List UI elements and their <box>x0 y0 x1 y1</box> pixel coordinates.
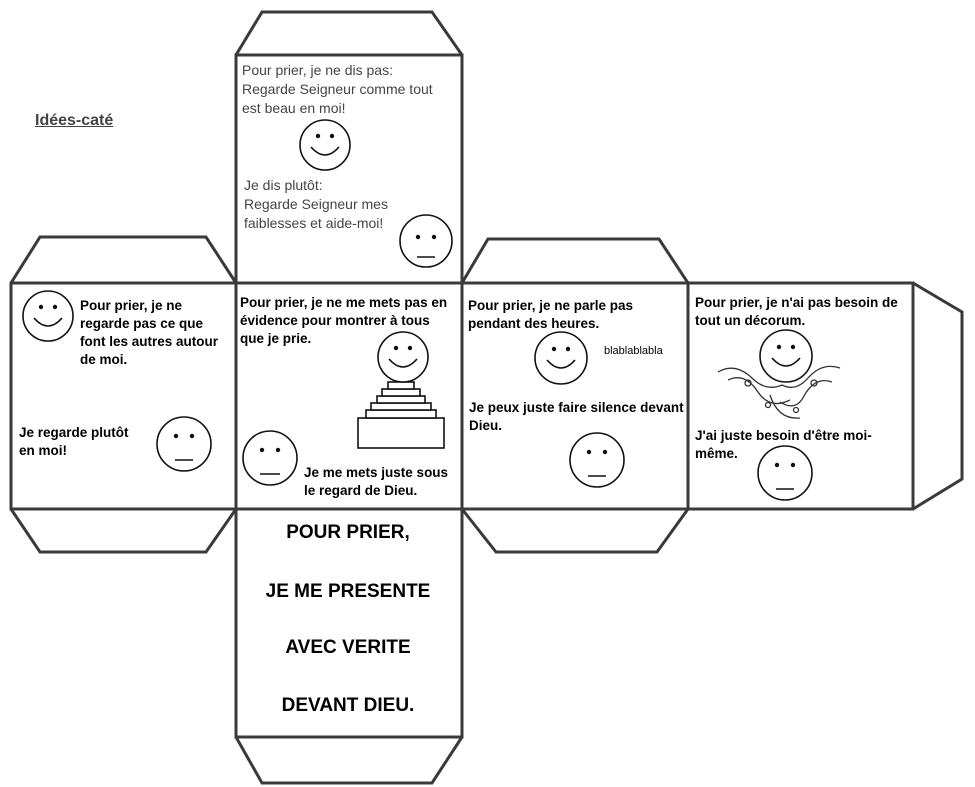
flap-bottom <box>234 736 464 785</box>
smiley-happy-icon <box>534 331 588 385</box>
right2-face-text2: J'ai juste besoin d'être moi-même. <box>695 428 872 461</box>
smiley-happy-icon <box>299 119 351 171</box>
smiley-neutral-icon <box>156 416 212 472</box>
flap-right2-side <box>912 281 964 511</box>
smiley-neutral-icon <box>242 430 298 486</box>
bottom-face-line3: AVEC VERITE <box>285 637 411 658</box>
bottom-face-line4: DEVANT DIEU. <box>281 695 415 716</box>
right1-face-text2: Je peux juste faire silence devant Dieu. <box>469 400 684 433</box>
smiley-happy-icon <box>22 290 74 342</box>
ornament-icon <box>717 365 841 419</box>
right2-face-text1: Pour prier, je n'ai pas besoin de tout u… <box>695 295 898 328</box>
top-face-line4: Je dis plutôt: <box>244 177 323 193</box>
flap-left-top <box>9 235 238 284</box>
face-bottom <box>234 507 464 739</box>
left-face-text1: Pour prier, je ne regarde pas ce que fon… <box>80 298 219 367</box>
smiley-happy-icon <box>377 331 429 383</box>
smiley-neutral-icon <box>757 445 813 501</box>
right1-face-bubble: blablablabla <box>604 345 663 357</box>
top-face-line3: est beau en moi! <box>242 100 346 116</box>
flap-right1-bottom <box>460 508 690 554</box>
top-face-line6: faiblesses et aide-moi! <box>244 215 384 231</box>
right1-face-text1: Pour prier, je ne parle pas pendant des … <box>468 298 634 331</box>
podium-icon <box>357 381 445 449</box>
smiley-happy-icon <box>759 329 813 383</box>
brand-label: Idées-caté <box>35 112 114 129</box>
flap-right1-top <box>460 237 690 284</box>
smiley-neutral-icon <box>399 214 453 268</box>
face-right2 <box>686 281 915 511</box>
top-face-line1: Pour prier, je ne dis pas: <box>242 62 393 78</box>
flap-left-bottom <box>9 508 238 554</box>
center-face-text1: Pour prier, je ne me mets pas en évidenc… <box>240 295 448 346</box>
center-face-text2: Je me mets juste sous le regard de Dieu. <box>304 465 449 498</box>
smiley-neutral-icon <box>569 432 625 488</box>
flap-top <box>234 10 464 56</box>
bottom-face-line1: POUR PRIER, <box>286 522 410 543</box>
top-face-line5: Regarde Seigneur mes <box>244 196 388 212</box>
bottom-face-line2: JE ME PRESENTE <box>265 581 431 602</box>
top-face-line2: Regarde Seigneur comme tout <box>242 81 433 97</box>
left-face-text2: Je regarde plutôt en moi! <box>19 425 129 458</box>
